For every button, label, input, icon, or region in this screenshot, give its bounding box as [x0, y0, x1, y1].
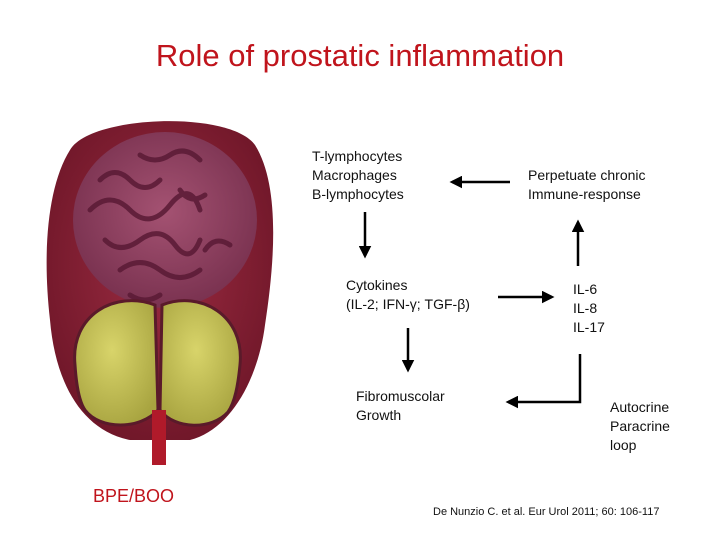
node-fibromuscular-growth: Fibromuscolar Growth	[356, 388, 445, 423]
citation: De Nunzio C. et al. Eur Urol 2011; 60: 1…	[433, 506, 660, 518]
arrow-loop-to-growth	[505, 354, 582, 409]
slide-title: Role of prostatic inflammation	[155, 38, 565, 73]
right-lobe	[158, 299, 242, 427]
node-immune-cells: T-lymphocytes Macrophages B-lymphocytes	[312, 148, 404, 202]
illustration-caption: BPE/BOO	[93, 486, 175, 506]
node-perpetuate-response: Perpetuate chronic Immune-response	[528, 167, 646, 202]
prostate-illustration	[46, 121, 274, 465]
node-autocrine-loop: Autocrine Paracrine loop	[610, 399, 670, 453]
inner-tissue	[73, 132, 257, 308]
node-interleukins: IL-6 IL-8 IL-17	[573, 281, 605, 335]
urethra	[152, 410, 166, 465]
node-cytokines: Cytokines (IL-2; IFN-γ; TGF-β)	[346, 277, 470, 312]
left-lobe	[73, 299, 160, 427]
